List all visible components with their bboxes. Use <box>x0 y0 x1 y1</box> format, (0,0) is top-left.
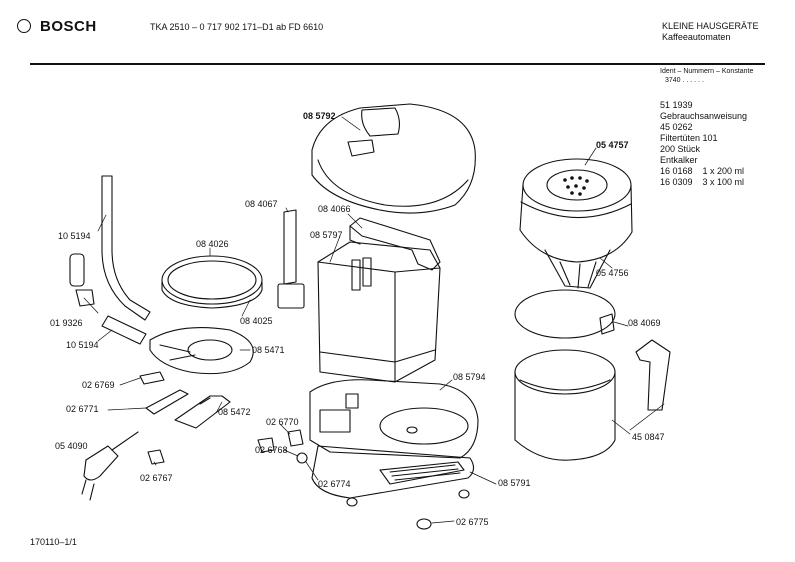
part-label: 05 4090 <box>55 441 88 451</box>
part-label: 02 6771 <box>66 404 99 414</box>
subcategory-title: Kaffeeautomaten <box>662 32 731 42</box>
part-label: 02 6768 <box>255 445 288 455</box>
base-housing-drawing <box>309 379 479 459</box>
tube-holder-drawing <box>277 209 305 309</box>
part-label: 08 4067 <box>245 199 278 209</box>
note-line: 45 0262 <box>660 122 693 132</box>
note-line: 16 0309 3 x 100 ml <box>660 177 745 187</box>
part-label: 08 5792 <box>303 111 336 121</box>
part-label: 08 4069 <box>628 318 661 328</box>
sheet-number: 170110–1/1 <box>30 537 77 547</box>
part-label: 08 5471 <box>252 345 285 355</box>
part-label: 08 5472 <box>218 407 251 417</box>
small-parts-drawing <box>139 371 432 530</box>
leader-lines <box>83 116 665 524</box>
bracket-drawing <box>145 389 231 429</box>
accessory-notes: 51 1939 Gebrauchsanweisung 45 0262 Filte… <box>660 100 747 188</box>
part-label: 08 5791 <box>498 478 531 488</box>
part-label: 45 0847 <box>632 432 665 442</box>
power-cord-drawing <box>81 431 139 501</box>
part-label: 02 6775 <box>456 517 489 527</box>
part-label: 02 6774 <box>318 479 351 489</box>
heating-element-drawing <box>149 326 254 375</box>
hose-drawing <box>69 175 151 345</box>
part-label: 08 5794 <box>453 372 486 382</box>
part-label: 05 4757 <box>596 140 629 150</box>
part-label: 08 4026 <box>196 239 229 249</box>
part-label: 08 5797 <box>310 230 343 240</box>
note-line: Entkalker <box>660 155 698 165</box>
part-label: 08 4066 <box>318 204 351 214</box>
lid-drawing <box>311 103 476 214</box>
part-label: 02 6769 <box>82 380 115 390</box>
bottom-plate-drawing <box>311 445 475 507</box>
part-label: 08 4025 <box>240 316 273 326</box>
ident-value: 3740 . . . . . . <box>665 77 704 84</box>
note-line: Gebrauchsanweisung <box>660 111 748 121</box>
header-divider <box>30 63 765 65</box>
category-title: KLEINE HAUSGERÄTE <box>662 21 759 31</box>
seal-ring-drawing <box>161 255 263 309</box>
note-line: 200 Stück <box>660 144 701 154</box>
brand-name: BOSCH <box>40 18 97 35</box>
part-label: 10 5194 <box>66 340 99 350</box>
model-line: TKA 2510 – 0 717 902 171–D1 ab FD 6610 <box>150 22 324 32</box>
water-tank-drawing <box>317 217 441 383</box>
bosch-logo-icon <box>17 19 31 33</box>
part-label: 01 9326 <box>50 318 83 328</box>
note-line: 16 0168 1 x 200 ml <box>660 166 745 176</box>
ident-label: Ident – Nummern – Konstante <box>660 68 754 75</box>
glass-jug-drawing <box>514 289 671 461</box>
part-label: 02 6767 <box>140 473 173 483</box>
part-label: 10 5194 <box>58 231 91 241</box>
part-label: 02 6770 <box>266 417 299 427</box>
note-line: Filtertüten 101 <box>660 133 718 143</box>
filter-holder-drawing <box>519 158 633 289</box>
part-label: 05 4756 <box>596 268 629 278</box>
note-line: 51 1939 <box>660 100 693 110</box>
